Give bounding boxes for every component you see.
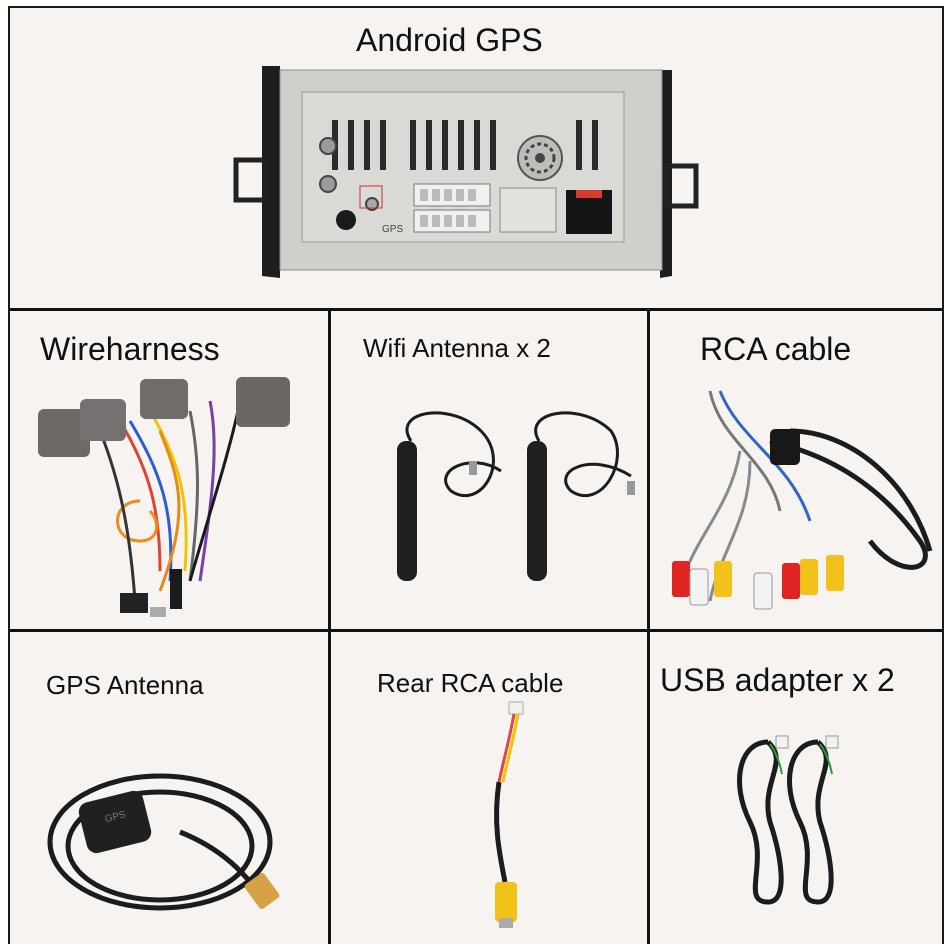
- head-unit-back-panel-icon: GPS: [233, 66, 699, 278]
- panel-title-rca-cable: RCA cable: [700, 331, 852, 367]
- panel-title-rear-rca-cable: Rear RCA cable: [377, 668, 564, 698]
- gps-antenna-icon: GPS: [47, 773, 280, 911]
- panel-title-usb-adapter: USB adapter x 2: [660, 662, 895, 698]
- panel-usb-adapter: USB adapter x 2: [650, 632, 942, 944]
- divider-vertical-right: [647, 308, 650, 944]
- wire-harness-icon: [38, 377, 290, 617]
- panel-head-unit: Android GPS: [10, 8, 942, 308]
- panel-rca-cable: RCA cable: [650, 311, 942, 629]
- panel-rear-rca-cable: Rear RCA cable: [331, 632, 647, 944]
- panel-title-wireharness: Wireharness: [40, 331, 220, 367]
- divider-horizontal-middle: [10, 629, 942, 632]
- gps-port-marking: GPS: [382, 224, 403, 235]
- panel-wifi-antenna: Wifi Antenna x 2: [331, 311, 647, 629]
- panel-title-wifi-antenna: Wifi Antenna x 2: [363, 333, 551, 363]
- accessory-sheet: Android GPS: [8, 6, 944, 944]
- gps-puck-marking: GPS: [104, 809, 127, 825]
- rca-cable-icon: [672, 390, 933, 610]
- panel-title-android-gps: Android GPS: [356, 22, 543, 58]
- panel-title-gps-antenna: GPS Antenna: [46, 670, 204, 700]
- usb-adapter-icon: [737, 735, 839, 905]
- panel-gps-antenna: GPS Antenna GPS: [10, 632, 328, 944]
- divider-vertical-left: [328, 308, 331, 944]
- panel-wireharness: Wireharness: [10, 311, 328, 629]
- wifi-antenna-icon: [397, 411, 635, 581]
- rear-rca-cable-icon: [494, 701, 524, 928]
- divider-horizontal-top: [10, 308, 942, 311]
